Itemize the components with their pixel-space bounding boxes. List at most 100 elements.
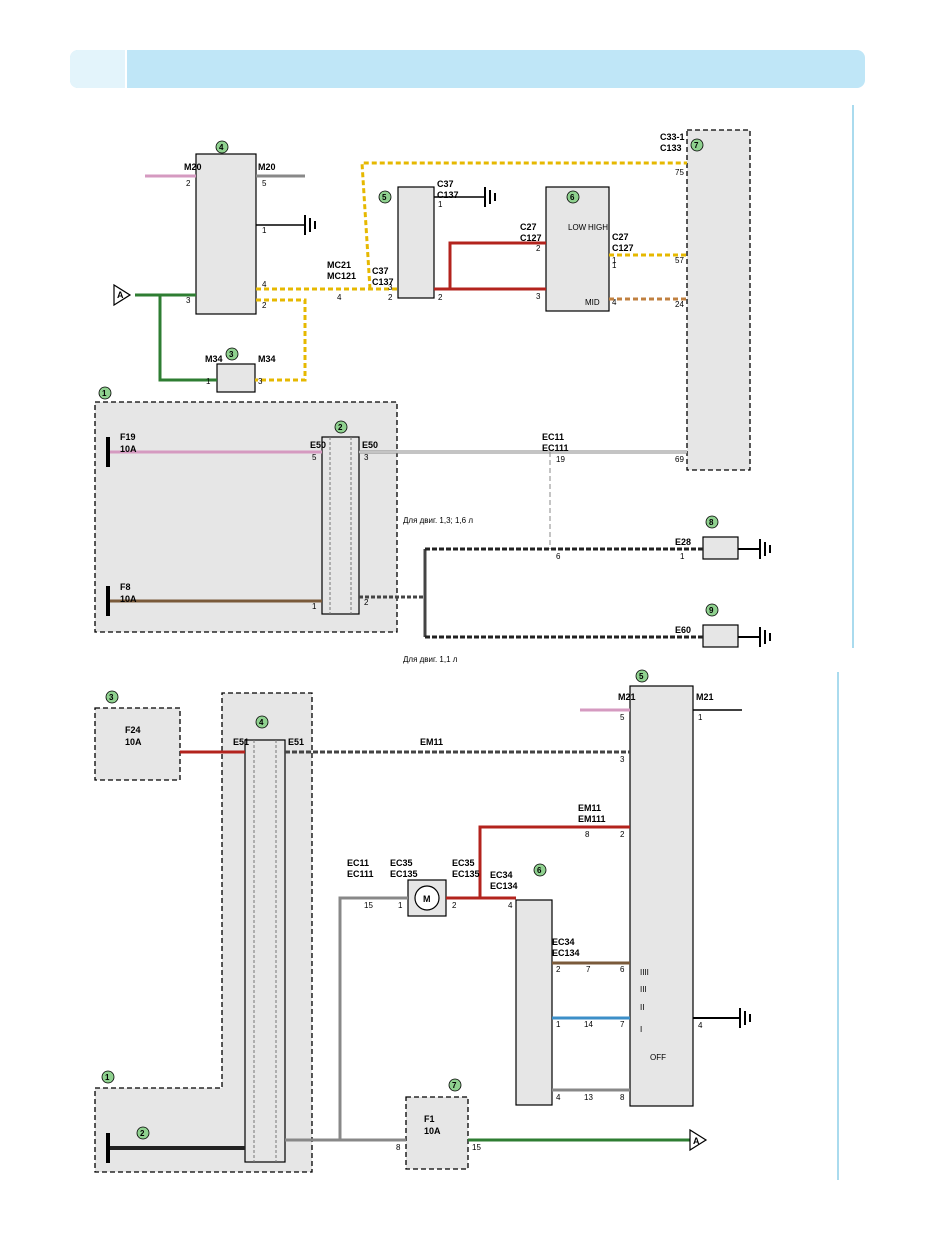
bottom-pin: 4 <box>508 901 513 910</box>
bottom-pin: 6 <box>620 965 625 974</box>
bottom-pin: 4 <box>556 1093 561 1102</box>
top-ecu-c33 <box>686 129 751 471</box>
top-pin: 3 <box>186 296 191 305</box>
bottom-pin: 2 <box>452 901 457 910</box>
top-pin: 6 <box>556 552 561 561</box>
top-pin: 2 <box>186 179 191 188</box>
top-conn-m20-b: M20 <box>258 162 276 172</box>
bottom-fuse-f24-box <box>94 707 181 781</box>
top-callout-8: 8 <box>709 518 714 527</box>
top-pin: 2 <box>262 301 267 310</box>
top-pin: 1 <box>612 261 617 270</box>
bottom-switch-m21 <box>629 685 694 1107</box>
top-pin: 75 <box>675 168 684 177</box>
bottom-pin: 7 <box>620 1020 625 1029</box>
top-conn-ec11: EC11 <box>542 432 564 442</box>
top-callout-2: 2 <box>338 423 343 432</box>
bottom-callout-1: 1 <box>105 1073 110 1082</box>
bottom-fuse-f24-rating: 10A <box>125 737 142 747</box>
top-callout-5: 5 <box>382 193 387 202</box>
bottom-conn-e51-b: E51 <box>288 737 304 747</box>
bottom-conn-ec134-b: EC134 <box>552 948 580 958</box>
top-pin: 24 <box>675 300 684 309</box>
top-switch-mid: MID <box>585 298 600 307</box>
bottom-callout-4: 4 <box>259 718 264 727</box>
bottom-pin: 14 <box>584 1020 593 1029</box>
top-callout-1: 1 <box>102 389 107 398</box>
bottom-switch-iii: III <box>640 985 647 994</box>
bottom-conn-em11: EM11 <box>420 737 443 747</box>
top-pin: 2 <box>388 293 393 302</box>
bottom-pin: 2 <box>620 830 625 839</box>
top-conn-c127-a: C127 <box>520 233 542 243</box>
top-pin: 2 <box>364 598 369 607</box>
top-pin: 2 <box>438 293 443 302</box>
top-pin: 3 <box>536 292 541 301</box>
top-conn-c133: C133 <box>660 143 682 153</box>
bottom-pin: 15 <box>472 1143 481 1152</box>
top-callout-4: 4 <box>219 143 224 152</box>
top-callout-6: 6 <box>570 193 575 202</box>
top-engine-note-2: Для двиг. 1,1 л <box>403 655 458 664</box>
bottom-pin: 8 <box>585 830 590 839</box>
bottom-conn-e51-a: E51 <box>233 737 249 747</box>
bottom-callout-2: 2 <box>140 1129 145 1138</box>
bottom-conn-m21-a: M21 <box>618 692 636 702</box>
bottom-pin: 4 <box>698 1021 703 1030</box>
top-switch-high: HIGH <box>588 223 608 232</box>
bottom-conn-ec135-a: EC135 <box>390 869 418 879</box>
motor-icon <box>414 885 440 911</box>
top-conn-mc21: MC21 <box>327 260 351 270</box>
top-conn-c27-b: C27 <box>612 232 629 242</box>
bottom-pin: 3 <box>620 755 625 764</box>
bottom-fuse-f1: F1 <box>424 1114 435 1124</box>
top-pin: 1 <box>312 602 317 611</box>
top-conn-c33: C33-1 <box>660 132 685 142</box>
top-pin: 3 <box>388 283 393 292</box>
top-callout-9: 9 <box>709 606 714 615</box>
top-conn-c37-b: C37 <box>437 179 454 189</box>
bottom-pin: 8 <box>396 1143 401 1152</box>
top-fuse-f8: F8 <box>120 582 131 592</box>
top-switch-m34 <box>216 363 256 393</box>
bottom-pin: 1 <box>398 901 403 910</box>
top-pin: 1 <box>206 377 211 386</box>
top-flag-a <box>113 283 132 307</box>
bottom-fuse-f1-box <box>405 1096 469 1170</box>
top-pin: 2 <box>536 244 541 253</box>
bottom-flag-a-label: A <box>693 1136 700 1146</box>
top-pin: 1 <box>262 226 267 235</box>
header-tab <box>70 50 127 88</box>
top-switch-low: LOW <box>568 223 587 232</box>
top-conn-c27-a: C27 <box>520 222 537 232</box>
top-conn-m34-a: M34 <box>205 354 223 364</box>
bottom-switch-off: OFF <box>650 1053 666 1062</box>
bottom-flag-a <box>689 1128 708 1152</box>
bottom-switch-iiii: IIII <box>640 968 649 977</box>
top-fuse-f19-rating: 10A <box>120 444 137 454</box>
top-conn-mc121: MC121 <box>327 271 356 281</box>
top-pin: 1 <box>680 552 685 561</box>
top-flag-a-label: A <box>117 290 124 300</box>
top-conn-e50-a: E50 <box>310 440 326 450</box>
bottom-switch-ii: II <box>640 1003 644 1012</box>
top-pin: 69 <box>675 455 684 464</box>
bottom-relay-e51 <box>244 739 286 1163</box>
bottom-pin: 1 <box>556 1020 561 1029</box>
top-conn-ec111: EC111 <box>542 443 569 453</box>
header-bar <box>70 50 865 88</box>
bottom-pin: 5 <box>620 713 625 722</box>
bottom-diagram: M 1 2 3 4 5 6 7 <box>94 669 751 1173</box>
bottom-conn-em111: EM111 <box>578 814 606 824</box>
top-diagram: 1 2 3 4 5 6 7 8 9 F19 10A F8 10A E50 E50… <box>94 129 771 664</box>
bottom-conn-ec35-a: EC35 <box>390 858 413 868</box>
bottom-callout-5: 5 <box>639 672 644 681</box>
top-sensor-e60 <box>702 624 739 648</box>
bottom-callout-7: 7 <box>452 1081 457 1090</box>
bottom-pin: 8 <box>620 1093 625 1102</box>
bottom-conn-ec34-a: EC34 <box>490 870 513 880</box>
top-fuse-f19: F19 <box>120 432 136 442</box>
top-pin: 5 <box>262 179 267 188</box>
top-pin: 1 <box>438 200 443 209</box>
